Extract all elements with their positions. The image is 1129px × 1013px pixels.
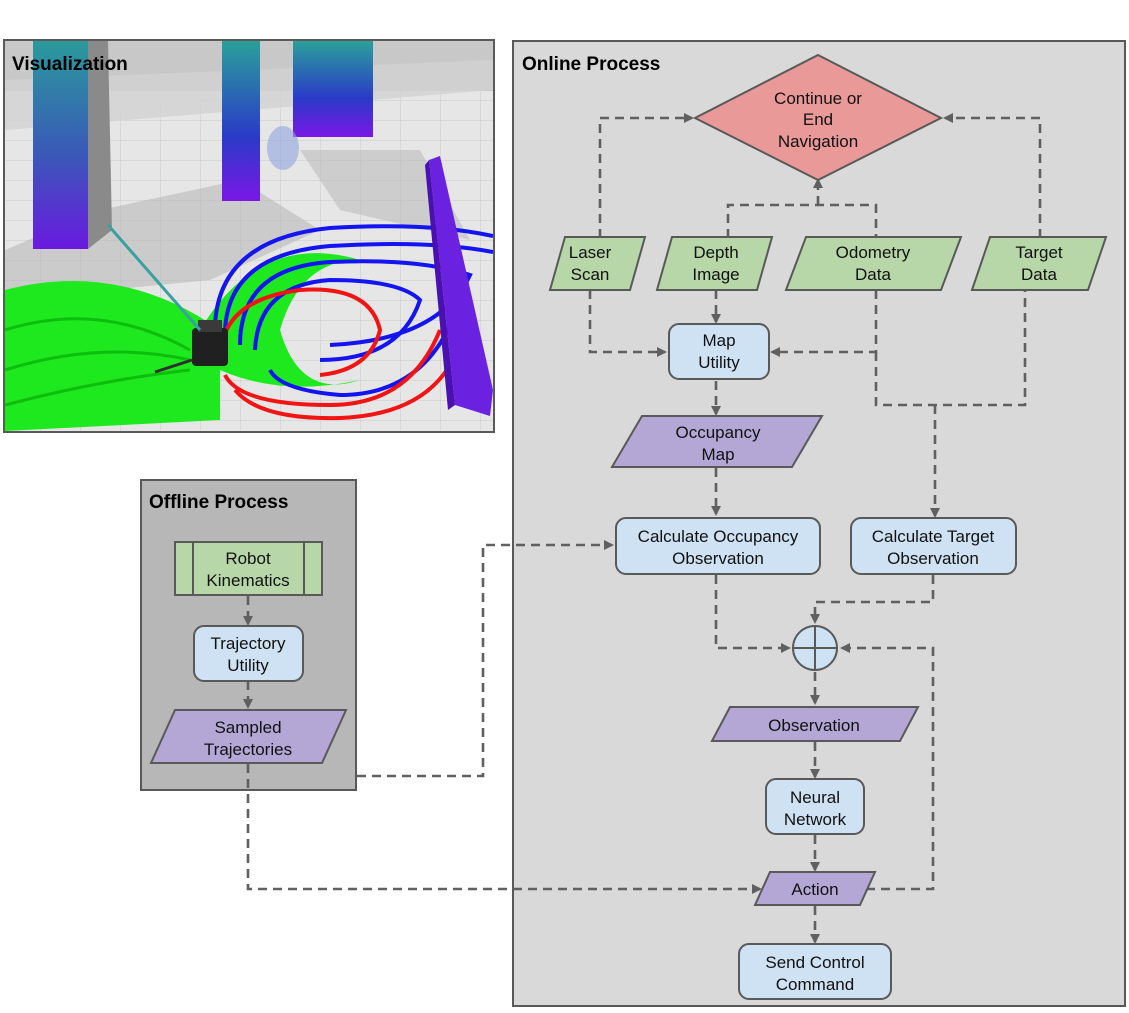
robot-kinematics-label: Robot: [225, 549, 271, 568]
sampled-trajectories-label: Sampled: [214, 718, 281, 737]
node-observation: Observation: [710, 706, 920, 742]
node-send-control-command: Send Control Command: [738, 943, 892, 1000]
trajectory-utility-label: Trajectory: [211, 634, 286, 653]
target-marker: [267, 126, 299, 170]
neural-network-label: Network: [784, 810, 847, 829]
node-calc-target-observation: Calculate Target Observation: [850, 517, 1017, 575]
obstacle-pillar: [33, 41, 112, 249]
map-utility-label: Map: [702, 331, 735, 350]
node-occupancy-map: Occupancy Map: [610, 415, 824, 468]
online-process-title: Online Process: [522, 54, 660, 75]
calc-occupancy-label: Calculate Occupancy: [638, 527, 799, 546]
depth-image-label: Depth: [693, 243, 738, 262]
map-utility-label: Utility: [698, 353, 740, 372]
visualization-title: Visualization: [12, 54, 128, 75]
depth-image-label: Image: [692, 265, 739, 284]
decision-label: Navigation: [778, 132, 858, 151]
robot-model: [106, 224, 228, 374]
node-odometry-data: Odometry Data: [784, 236, 963, 291]
trajectory-spiral-red: [218, 287, 452, 421]
odometry-data-label: Data: [855, 265, 891, 284]
odometry-data-label: Odometry: [836, 243, 911, 262]
target-data-label: Data: [1021, 265, 1057, 284]
node-calc-occupancy-observation: Calculate Occupancy Observation: [615, 517, 821, 575]
trajectory-utility-label: Utility: [227, 656, 269, 675]
laser-scan-label: Scan: [571, 265, 610, 284]
occupancy-map-label: Map: [701, 445, 734, 464]
visualization-panel: Visualization: [3, 39, 495, 433]
send-control-label: Command: [776, 975, 854, 994]
visualization-render: [5, 41, 493, 431]
obstacle-wall: [425, 156, 493, 416]
connectors: [243, 113, 1042, 944]
node-trajectory-utility: Trajectory Utility: [193, 625, 304, 682]
obstacle-pillar: [293, 41, 373, 137]
concat-operator-icon: [792, 625, 838, 671]
occupancy-map-label: Occupancy: [675, 423, 761, 442]
node-neural-network: Neural Network: [765, 778, 865, 835]
neural-network-label: Neural: [790, 788, 840, 807]
decision-label: Continue or: [774, 89, 862, 108]
offline-process-title: Offline Process: [149, 492, 288, 513]
node-robot-kinematics: Robot Kinematics: [174, 541, 323, 596]
node-decision: Continue or End Navigation: [692, 53, 944, 182]
calc-occupancy-label: Observation: [672, 549, 764, 568]
calc-target-label: Calculate Target: [872, 527, 995, 546]
node-action: Action: [753, 871, 877, 906]
obstacle-pillar: [222, 41, 260, 201]
sampled-trajectories-label: Trajectories: [204, 740, 292, 759]
robot-kinematics-label: Kinematics: [206, 571, 289, 590]
action-label: Action: [791, 880, 838, 899]
node-sampled-trajectories: Sampled Trajectories: [149, 709, 348, 764]
target-data-label: Target: [1015, 243, 1063, 262]
decision-label: End: [803, 110, 833, 129]
node-laser-scan: Laser Scan: [548, 236, 647, 291]
send-control-label: Send Control: [765, 953, 864, 972]
calc-target-label: Observation: [887, 549, 979, 568]
observation-label: Observation: [768, 716, 860, 735]
laser-scan-label: Laser: [569, 243, 612, 262]
node-map-utility: Map Utility: [668, 323, 770, 380]
node-depth-image: Depth Image: [655, 236, 774, 291]
node-target-data: Target Data: [970, 236, 1108, 291]
